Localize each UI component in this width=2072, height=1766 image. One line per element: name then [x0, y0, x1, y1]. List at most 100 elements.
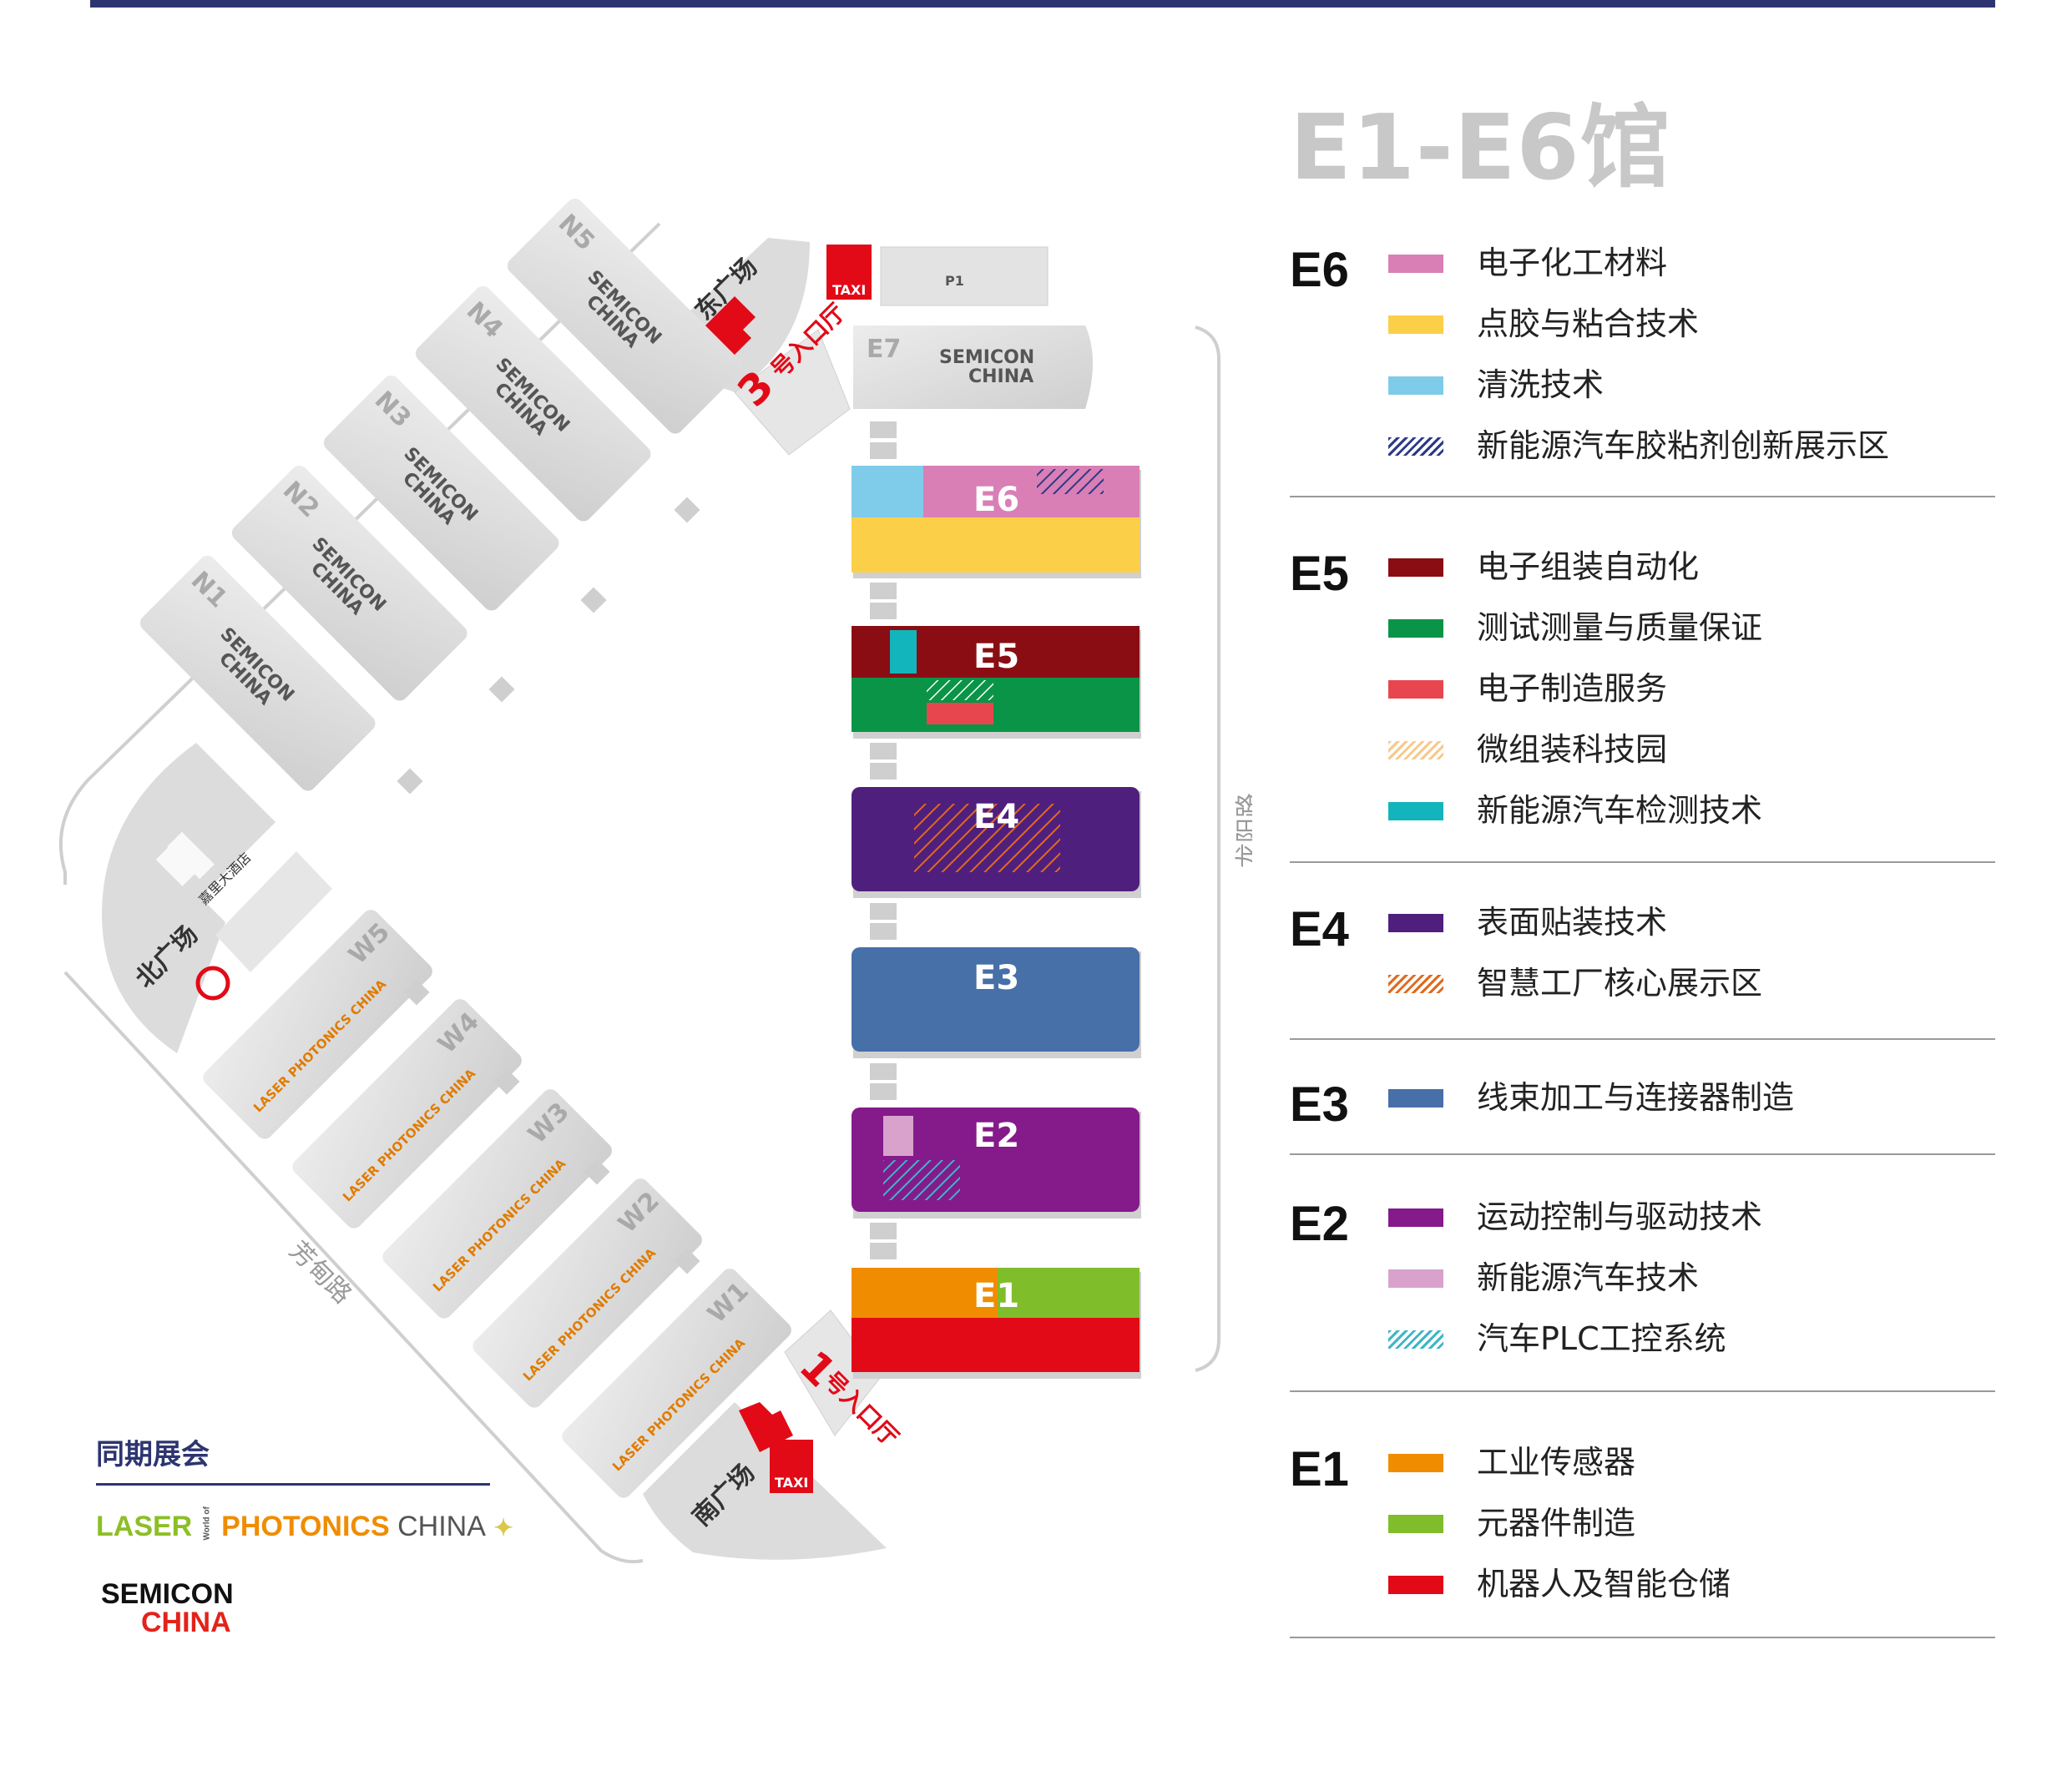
metro-icon	[195, 966, 230, 1001]
legend-swatch	[1388, 680, 1443, 699]
legend-divider	[1290, 1390, 1995, 1392]
legend-label: 电子制造服务	[1477, 670, 1668, 707]
venue-map: 花木路 龙阳路 芳甸路 东广场 TAXI P1 3 号入口厅 N5 SEMICO…	[58, 198, 1252, 1564]
legend-swatch	[1388, 1269, 1443, 1288]
hall-e3-label: E3	[973, 959, 1019, 997]
hall-n1: N1 SEMICON CHINA	[139, 555, 376, 791]
legend-swatch	[1388, 1454, 1443, 1472]
concurrent-title: 同期展会	[96, 1438, 210, 1471]
taxi-label-south: TAXI	[775, 1475, 808, 1491]
hall-e4-label: E4	[973, 798, 1019, 836]
laser-logo-laser: LASER	[96, 1511, 193, 1542]
legend-swatch	[1388, 255, 1443, 273]
hall-e6: E6	[852, 466, 1141, 578]
hall-n5: N5 SEMICON CHINA	[507, 198, 743, 434]
legend-label: 工业传感器	[1477, 1444, 1636, 1481]
hall-n4: N4 SEMICON CHINA	[415, 285, 651, 522]
taxi-icon-south	[770, 1440, 813, 1493]
entrance-hall-3	[734, 329, 851, 456]
legend-swatch	[1388, 802, 1443, 820]
legend-label: 电子化工材料	[1477, 245, 1668, 281]
south-plaza	[643, 1402, 887, 1560]
laser-photonics-logo: LASER World of PHOTONICS CHINA ✦	[96, 1506, 513, 1543]
legend-swatch	[1388, 1330, 1443, 1349]
taxi-icon-north	[826, 245, 872, 300]
legend-label: 电子组装自动化	[1477, 548, 1700, 585]
legend-label: 点胶与粘合技术	[1477, 305, 1700, 342]
top-accent-bar	[90, 0, 1995, 8]
parking-p1	[880, 246, 1049, 306]
hall-e7-brand-2: CHINA	[968, 366, 1033, 387]
laser-logo-photonics: PHOTONICS	[221, 1511, 390, 1542]
legend-swatch	[1388, 376, 1443, 395]
east-connectors	[870, 421, 897, 1259]
concurrent-exhibitions: 同期展会 LASER World of PHOTONICS CHINA ✦ SE…	[96, 1431, 513, 1637]
semicon-logo-semicon: SEMICON	[101, 1578, 234, 1610]
sparkle-icon: ✦	[493, 1515, 513, 1541]
hotel-icon	[155, 831, 215, 886]
hall-e4: E4	[852, 787, 1141, 898]
hall-e1-label: E1	[973, 1277, 1019, 1315]
legend-divider	[1290, 1153, 1995, 1155]
semicon-china-logo: SEMICON CHINA	[101, 1580, 234, 1637]
legend-label: 汽车PLC工控系统	[1477, 1320, 1726, 1357]
hall-e2: E2	[852, 1108, 1141, 1219]
legend-swatch	[1388, 437, 1443, 456]
hall-n2: N2 SEMICON CHINA	[231, 465, 467, 701]
hall-e3: E3	[852, 947, 1141, 1058]
semicon-logo-china: CHINA	[141, 1607, 231, 1638]
legend-label: 线束加工与连接器制造	[1477, 1079, 1795, 1116]
legend-hall-code: E5	[1290, 547, 1349, 601]
hall-e5: E5	[852, 626, 1141, 739]
hall-e2-label: E2	[973, 1117, 1019, 1155]
legend-swatch	[1388, 1576, 1443, 1594]
road-label-east: 龙阳路	[1234, 793, 1252, 868]
legend-hall-code: E1	[1290, 1442, 1349, 1496]
hall-n3: N3 SEMICON CHINA	[323, 375, 559, 611]
legend-label: 智慧工厂核心展示区	[1477, 965, 1763, 1002]
page-title: E1-E6馆	[1290, 96, 1671, 200]
hotel-annex	[215, 851, 332, 972]
laser-logo-world-of: World of	[202, 1506, 212, 1541]
legend-label: 微组装科技园	[1477, 731, 1668, 768]
legend-divider	[1290, 861, 1995, 863]
parking-p1-label: P1	[945, 273, 964, 289]
legend-divider	[1290, 1637, 1995, 1638]
legend-label: 运动控制与驱动技术	[1477, 1198, 1763, 1235]
laser-logo-china: CHINA	[397, 1511, 486, 1542]
legend-swatch	[1388, 1089, 1443, 1108]
concurrent-divider	[96, 1483, 490, 1486]
legend-label: 测试测量与质量保证	[1477, 609, 1763, 646]
north-plaza	[101, 743, 275, 1053]
legend-hall-code: E2	[1290, 1197, 1349, 1251]
legend-swatch	[1388, 975, 1443, 993]
legend-swatch	[1388, 315, 1443, 334]
hall-e6-label: E6	[973, 481, 1019, 519]
legend-label: 表面贴装技术	[1477, 904, 1668, 941]
taxi-label-north: TAXI	[832, 282, 866, 298]
legend-swatch	[1388, 558, 1443, 577]
legend-label: 新能源汽车检测技术	[1477, 792, 1763, 829]
legend-hall-code: E3	[1290, 1077, 1349, 1132]
legend-label: 机器人及智能仓储	[1477, 1566, 1731, 1602]
hall-e7: E7 SEMICON CHINA	[853, 325, 1093, 409]
legend-divider	[1290, 496, 1995, 497]
legend-swatch	[1388, 1208, 1443, 1227]
hall-e7-brand: SEMICON	[939, 347, 1034, 368]
north-road-edge	[58, 222, 661, 885]
legend-divider	[1290, 1038, 1995, 1040]
west-road-edge	[63, 971, 644, 1564]
east-road-edge	[1195, 325, 1220, 1372]
legend-swatch	[1388, 1515, 1443, 1533]
legend-swatch	[1388, 914, 1443, 932]
legend-swatch	[1388, 619, 1443, 638]
legend-label: 新能源汽车胶粘剂创新展示区	[1477, 427, 1890, 464]
hall-e1: E1	[852, 1268, 1141, 1379]
legend-hall-code: E6	[1290, 243, 1349, 297]
legend-hall-code: E4	[1290, 902, 1349, 956]
hall-e7-code: E7	[867, 335, 901, 364]
legend-label: 新能源汽车技术	[1477, 1259, 1700, 1296]
hall-e5-label: E5	[973, 638, 1019, 676]
legend-label: 元器件制造	[1477, 1505, 1636, 1541]
legend-label: 清洗技术	[1477, 366, 1605, 403]
